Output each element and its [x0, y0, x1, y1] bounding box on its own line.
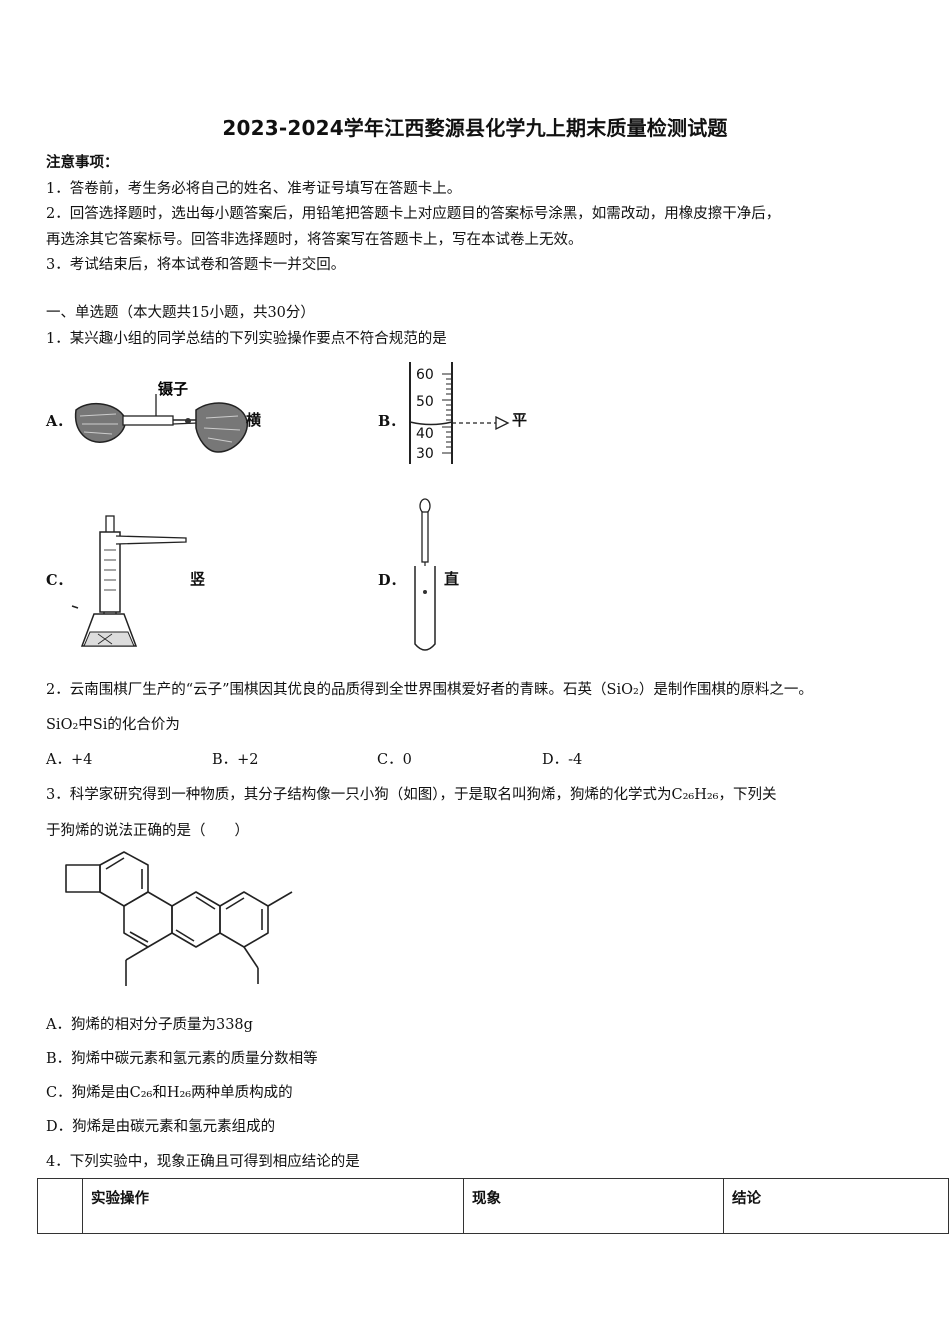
scale-label-30: 30: [416, 446, 434, 462]
q3-option-d: D．狗烯是由碳元素和氢元素组成的: [46, 1119, 276, 1135]
tweezers-figure: 镊子: [74, 380, 249, 453]
question-2-stem: 2．云南围棋厂生产的“云子”围棋因其优良的品质得到全世界围棋爱好者的青睐。石英（…: [46, 682, 813, 698]
tweezers-label: 镊子: [157, 380, 188, 398]
section-heading: 一、单选题（本大题共15小题，共30分）: [46, 305, 315, 321]
table-header-conclusion: 结论: [723, 1178, 949, 1234]
question-3-stem: 3．科学家研究得到一种物质，其分子结构像一只小狗（如图），于是取名叫狗烯，狗烯的…: [46, 787, 777, 803]
table-header-operation: 实验操作: [82, 1178, 464, 1234]
scale-label-60: 60: [416, 367, 434, 383]
burette-figure: [71, 515, 187, 647]
notice-item: 2．回答选择题时，选出每小题答案后，用铅笔把答题卡上对应题目的答案标号涂黑，如需…: [46, 206, 781, 222]
q2-option-b: B．+2: [212, 752, 259, 768]
notice-item: 3．考试结束后，将本试卷和答题卡一并交回。: [46, 257, 346, 273]
table-header-phenomenon: 现象: [463, 1178, 724, 1234]
q1-option-d-word: 直: [444, 570, 460, 588]
table-header-index: [37, 1178, 83, 1234]
dropper-test-tube-figure: [414, 498, 436, 651]
q2-option-a: A．+4: [46, 752, 93, 768]
notice-heading: 注意事项：: [46, 154, 119, 171]
q3-option-b: B．狗烯中碳元素和氢元素的质量分数相等: [46, 1051, 318, 1067]
question-2-stem-cont: SiO₂中Si的化合价为: [46, 717, 180, 733]
page-title: 2023-2024学年江西婺源县化学九上期末质量检测试题: [222, 116, 728, 140]
q1-option-b-word: 平: [512, 411, 528, 429]
q1-option-b-label: B．: [378, 413, 405, 430]
q2-option-d: D．-4: [542, 752, 583, 768]
experiment-table: 实验操作 现象 结论: [37, 1178, 949, 1234]
scale-label-40: 40: [416, 426, 434, 442]
dog-molecule-figure: [65, 851, 293, 986]
q1-option-a-word: 横: [246, 411, 262, 429]
q3-option-c: C．狗烯是由C₂₆和H₂₆两种单质构成的: [46, 1085, 293, 1101]
scale-label-50: 50: [416, 394, 434, 410]
question-4-stem: 4．下列实验中，现象正确且可得到相应结论的是: [46, 1154, 360, 1170]
q1-option-c-label: C．: [46, 572, 73, 589]
q3-option-a: A．狗烯的相对分子质量为338g: [46, 1017, 253, 1033]
q2-option-c: C．0: [377, 752, 412, 768]
table-header-row: 实验操作 现象 结论: [37, 1178, 949, 1234]
notice-item: 1．答卷前，考生务必将自己的姓名、准考证号填写在答题卡上。: [46, 181, 462, 197]
notice-item: 再选涂其它答案标号。回答非选择题时，将答案写在答题卡上，写在本试卷上无效。: [46, 232, 583, 248]
question-1-stem: 1．某兴趣小组的同学总结的下列实验操作要点不符合规范的是: [46, 331, 447, 347]
question-3-stem-cont: 于狗烯的说法正确的是（ ）: [46, 823, 249, 839]
q1-option-a-label: A．: [46, 413, 72, 430]
q1-option-d-label: D．: [378, 572, 406, 589]
graduated-cylinder-figure: 60 50 40 30: [409, 362, 510, 464]
q1-option-c-word: 竖: [190, 570, 206, 588]
